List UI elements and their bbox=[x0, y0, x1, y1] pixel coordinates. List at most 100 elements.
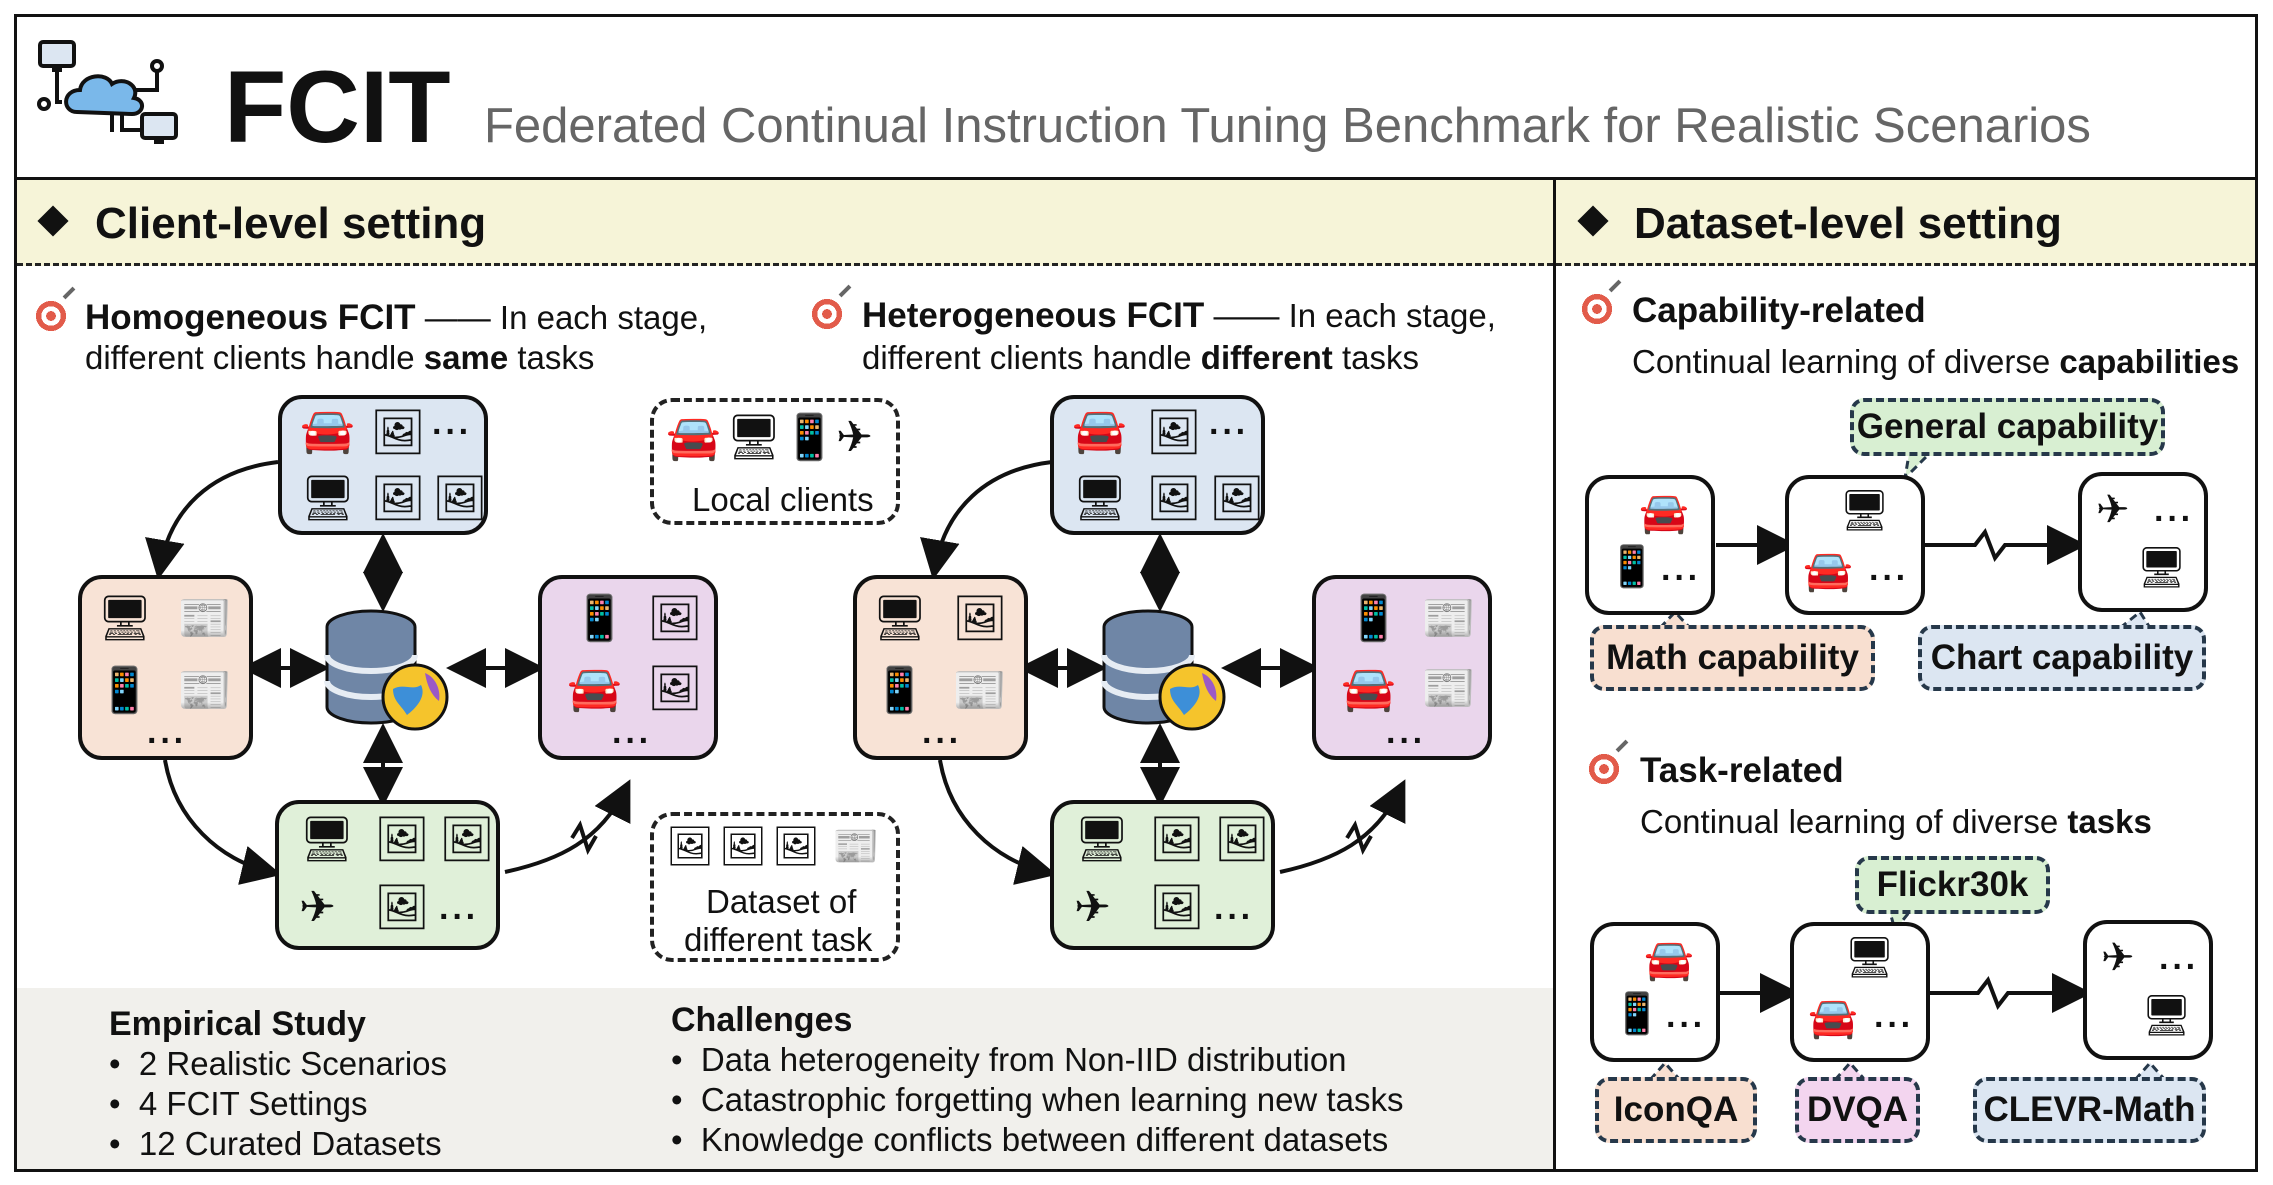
car-icon: 🚘 bbox=[300, 406, 355, 455]
text-doc-icon: 📰 bbox=[1421, 594, 1476, 643]
capability-desc: Continual learning of diverse capabiliti… bbox=[1632, 343, 2240, 380]
homogeneous-desc: different clients handle same tasks bbox=[85, 338, 594, 378]
text-doc-icon: 📰 bbox=[177, 666, 232, 715]
phone-icon: 📱 bbox=[1346, 594, 1401, 643]
car-icon: 🚘 bbox=[1639, 491, 1689, 535]
image-doc-icon: 🖼 bbox=[647, 664, 703, 713]
airplane-icon: ✈ bbox=[299, 883, 336, 932]
stage-box-3: ✈ ··· 🖥 bbox=[2083, 920, 2213, 1060]
text-doc-icon: 📰 bbox=[832, 826, 880, 868]
image-doc-icon: 🖼 bbox=[439, 815, 495, 864]
phone-icon: 📱 bbox=[1607, 545, 1657, 589]
image-doc-icon: 🖼 bbox=[952, 594, 1008, 643]
client-box-bottom: 🖥 🖼 🖼 ✈ 🖼 ··· bbox=[275, 800, 500, 950]
image-doc-icon: 🖼 bbox=[370, 408, 426, 457]
ellipsis: ··· bbox=[1214, 898, 1254, 936]
image-doc-icon: 🖼 bbox=[666, 826, 715, 868]
monitor-icon: 🖥 bbox=[1844, 936, 1895, 980]
airplane-icon: ✈ bbox=[2101, 936, 2135, 980]
heterogeneous-title: Heterogeneous FCIT bbox=[862, 296, 1205, 335]
image-doc-icon: 🖼 bbox=[719, 826, 768, 868]
empirical-title: Empirical Study bbox=[109, 1005, 366, 1043]
car-icon: 🚘 bbox=[666, 413, 721, 462]
heterogeneous-desc: different clients handle different tasks bbox=[862, 338, 1419, 378]
cloud-network-icon bbox=[37, 40, 178, 144]
dataset-level-header: Dataset-level setting bbox=[1556, 180, 2255, 266]
title-bar: FCIT Federated Continual Instruction Tun… bbox=[14, 14, 2258, 180]
monitor-icon: 🖥 bbox=[97, 594, 153, 643]
monitor-icon: 🖥 bbox=[1839, 489, 1890, 533]
title-subtitle: Federated Continual Instruction Tuning B… bbox=[484, 99, 2091, 153]
database-icon bbox=[324, 609, 449, 731]
monitor-icon: 🖥 bbox=[299, 815, 355, 864]
section-divider bbox=[1553, 180, 1556, 1172]
ellipsis: ··· bbox=[439, 898, 479, 936]
ellipsis: ··· bbox=[1874, 1006, 1914, 1044]
task-title: Task-related bbox=[1640, 751, 1844, 790]
client-box-right: 📱 🖼 🚘 🖼 ··· bbox=[538, 575, 718, 760]
empirical-item: • 12 Curated Datasets bbox=[109, 1125, 442, 1162]
iconqa-label: IconQA bbox=[1595, 1077, 1757, 1143]
monitor-icon: 🖥 bbox=[2141, 994, 2192, 1038]
challenges-title: Challenges bbox=[671, 1001, 853, 1039]
airplane-icon: ✈ bbox=[2096, 488, 2130, 532]
ellipsis: ··· bbox=[2154, 500, 2194, 538]
dataset-label-1: Dataset of bbox=[706, 883, 857, 920]
image-doc-icon: 🖼 bbox=[370, 474, 426, 523]
client-box-left: 🖥 📰 📱 📰 ··· bbox=[78, 575, 253, 760]
dash-separator: —— bbox=[1213, 297, 1280, 334]
heterogeneous-desc2-pre: different clients handle bbox=[862, 339, 1201, 376]
homogeneous-heading: Homogeneous FCIT —— In each stage, bbox=[85, 297, 707, 339]
monitor-icon: 🖥 bbox=[2136, 546, 2187, 590]
homogeneous-desc2-pre: different clients handle bbox=[85, 339, 424, 376]
client-level-title: Client-level setting bbox=[95, 199, 487, 248]
text-doc-icon: 📰 bbox=[1421, 664, 1476, 713]
dataset-level-title: Dataset-level setting bbox=[1634, 199, 2062, 248]
figure-frame bbox=[14, 14, 2258, 1172]
challenge-item: • Data heterogeneity from Non-IID distri… bbox=[671, 1041, 1347, 1078]
car-icon: 🚘 bbox=[1341, 664, 1396, 713]
flickr30k-label: Flickr30k bbox=[1855, 856, 2050, 914]
car-icon: 🚘 bbox=[1808, 996, 1858, 1040]
image-doc-icon: 🖼 bbox=[1149, 883, 1205, 932]
task-desc: Continual learning of diverse tasks bbox=[1640, 803, 2152, 840]
text-doc-icon: 📰 bbox=[177, 594, 232, 643]
ellipsis: ··· bbox=[1386, 722, 1426, 760]
title-main: FCIT bbox=[224, 50, 451, 164]
target-icon bbox=[808, 295, 846, 333]
monitor-icon: 🖥 bbox=[726, 413, 782, 462]
challenge-item: • Knowledge conflicts between different … bbox=[671, 1121, 1389, 1158]
image-doc-icon: 🖼 bbox=[1149, 815, 1205, 864]
client-box-right: 📱 📰 🚘 📰 ··· bbox=[1312, 575, 1492, 760]
summary-panel: Empirical Study • 2 Realistic Scenarios … bbox=[17, 988, 1553, 1169]
capability-title: Capability-related bbox=[1632, 291, 1926, 330]
dataset-box: 🖼 🖼 🖼 📰 Dataset of different task bbox=[650, 812, 900, 962]
ellipsis: ··· bbox=[147, 722, 187, 760]
heterogeneous-desc1: In each stage, bbox=[1288, 297, 1496, 334]
homogeneous-desc1: In each stage, bbox=[499, 299, 708, 336]
client-box-top: 🚘 🖼 ··· 🖥 🖼 🖼 bbox=[1050, 395, 1265, 535]
stage-box-1: 🚘 📱 ··· bbox=[1590, 922, 1720, 1062]
stage-box-2: 🖥 🚘 ··· bbox=[1785, 475, 1925, 615]
ellipsis: ··· bbox=[1661, 559, 1701, 597]
math-capability-label: Math capability bbox=[1590, 625, 1875, 691]
car-icon: 🚘 bbox=[1644, 938, 1694, 982]
dataset-label-2: different task bbox=[684, 921, 873, 958]
image-doc-icon: 🖼 bbox=[772, 826, 821, 868]
homogeneous-title: Homogeneous FCIT bbox=[85, 298, 416, 337]
monitor-icon: 🖥 bbox=[872, 594, 928, 643]
image-doc-icon: 🖼 bbox=[647, 594, 703, 643]
car-icon: 🚘 bbox=[1803, 549, 1853, 593]
empirical-item: • 2 Realistic Scenarios bbox=[109, 1045, 448, 1082]
image-doc-icon: 🖼 bbox=[1209, 474, 1265, 523]
image-doc-icon: 🖼 bbox=[374, 815, 430, 864]
stage-box-2: 🖥 🚘 ··· bbox=[1790, 922, 1930, 1062]
image-doc-icon: 🖼 bbox=[1146, 474, 1202, 523]
image-doc-icon: 🖼 bbox=[1146, 408, 1202, 457]
local-clients-box: 🚘 🖥 📱 ✈ Local clients bbox=[650, 398, 900, 525]
dash-separator: —— bbox=[424, 299, 491, 336]
image-doc-icon: 🖼 bbox=[374, 883, 430, 932]
phone-icon: 📱 bbox=[572, 594, 627, 643]
